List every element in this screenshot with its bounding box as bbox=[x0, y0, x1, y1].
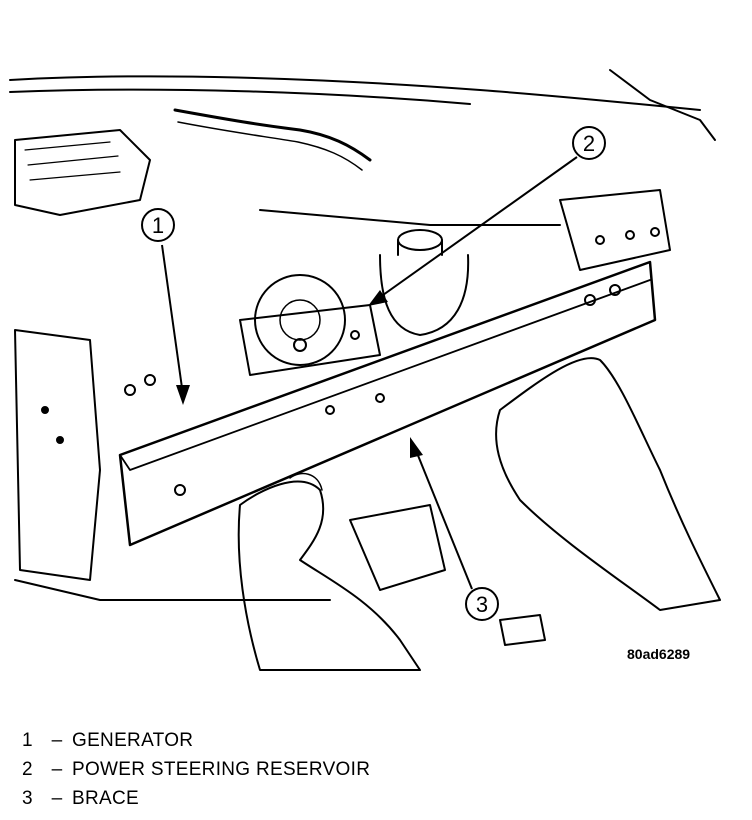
engine-compartment-illustration: 1 2 3 bbox=[9, 69, 721, 671]
legend-label: POWER STEERING RESERVOIR bbox=[72, 759, 371, 780]
hood-line bbox=[9, 75, 701, 111]
legend-label: GENERATOR bbox=[72, 730, 194, 751]
legend-separator: – bbox=[51, 788, 63, 809]
callout-2: 2 bbox=[368, 126, 606, 306]
svg-text:1: 1 bbox=[152, 213, 164, 238]
callout-3: 3 bbox=[410, 437, 499, 621]
figure-code: 80ad6289 bbox=[627, 646, 691, 662]
legend-item-2: 2–POWER STEERING RESERVOIR bbox=[22, 755, 370, 784]
reservoir-body bbox=[379, 254, 470, 336]
lower-edge bbox=[14, 579, 331, 601]
legend-number: 1 bbox=[22, 730, 33, 751]
generator-body bbox=[254, 274, 346, 366]
svg-text:3: 3 bbox=[476, 592, 488, 617]
legend-number: 3 bbox=[22, 788, 33, 809]
cable-bundle bbox=[259, 209, 561, 226]
legend-item-3: 3–BRACE bbox=[22, 784, 370, 813]
upper-hose bbox=[173, 108, 372, 162]
legend: 1–GENERATOR 2–POWER STEERING RESERVOIR 3… bbox=[22, 726, 370, 813]
left-hand bbox=[237, 480, 421, 671]
right-bracket bbox=[559, 189, 671, 271]
intake-manifold bbox=[14, 129, 151, 216]
legend-label: BRACE bbox=[72, 788, 139, 809]
right-hand bbox=[495, 357, 721, 611]
brace-mount bbox=[239, 304, 381, 376]
legend-separator: – bbox=[51, 759, 63, 780]
svg-text:2: 2 bbox=[583, 131, 595, 156]
lower-bracket bbox=[349, 504, 446, 591]
cowl-right bbox=[609, 69, 716, 141]
reservoir-cap bbox=[397, 229, 443, 251]
brace-bar bbox=[118, 260, 657, 547]
callout-1: 1 bbox=[141, 208, 190, 405]
hood-line-2 bbox=[9, 88, 471, 105]
legend-number: 2 bbox=[22, 759, 33, 780]
legend-separator: – bbox=[51, 730, 63, 751]
legend-item-1: 1–GENERATOR bbox=[22, 726, 370, 755]
left-support bbox=[14, 329, 101, 581]
